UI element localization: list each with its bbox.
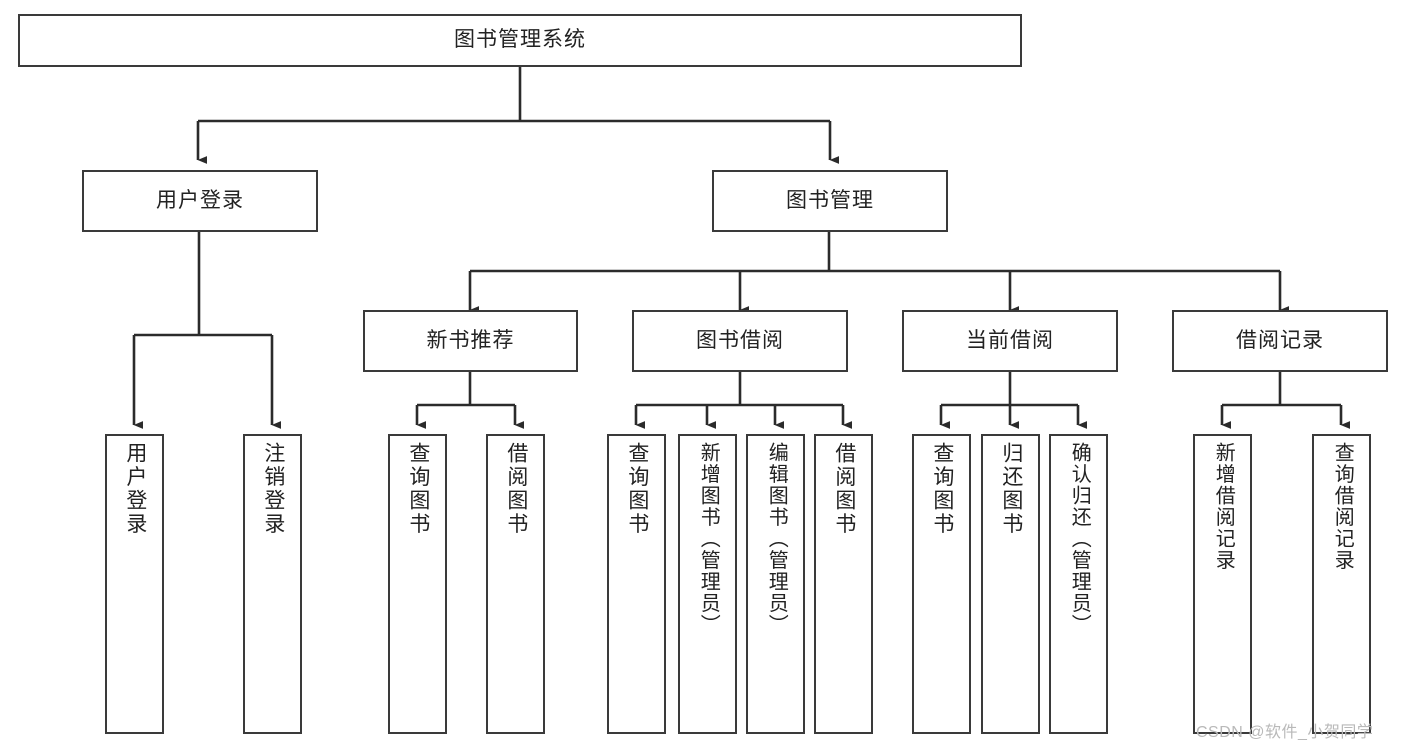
node-label: 查询借阅记录: [1331, 442, 1354, 571]
node-label: 注销登录: [261, 442, 285, 536]
leaf-query-book-3[interactable]: 查询图书: [912, 434, 971, 734]
node-label: 用户登录: [156, 188, 244, 212]
leaf-borrow-book-2[interactable]: 借阅图书: [814, 434, 873, 734]
leaf-query-record[interactable]: 查询借阅记录: [1312, 434, 1371, 734]
node-label: 确认归还（管理员）: [1068, 442, 1091, 636]
leaf-confirm-return[interactable]: 确认归还（管理员）: [1049, 434, 1108, 734]
node-borrow-record[interactable]: 借阅记录: [1172, 310, 1388, 372]
leaf-query-book-1[interactable]: 查询图书: [388, 434, 447, 734]
node-root-system[interactable]: 图书管理系统: [18, 14, 1022, 67]
node-label: 编辑图书（管理员）: [765, 442, 788, 636]
node-new-book-recommend[interactable]: 新书推荐: [363, 310, 578, 372]
node-label: 当前借阅: [966, 328, 1054, 352]
node-user-login[interactable]: 用户登录: [82, 170, 318, 232]
node-label: 借阅图书: [832, 442, 856, 536]
node-label: 归还图书: [999, 442, 1023, 536]
node-book-borrow[interactable]: 图书借阅: [632, 310, 848, 372]
leaf-borrow-book-1[interactable]: 借阅图书: [486, 434, 545, 734]
node-label: 新书推荐: [426, 328, 515, 352]
node-label: 新增图书（管理员）: [697, 442, 720, 636]
leaf-return-book[interactable]: 归还图书: [981, 434, 1040, 734]
node-label: 查询图书: [625, 442, 649, 536]
node-label: 借阅记录: [1236, 328, 1324, 352]
leaf-add-record[interactable]: 新增借阅记录: [1193, 434, 1252, 734]
node-label: 用户登录: [123, 442, 147, 536]
node-label: 新增借阅记录: [1212, 442, 1235, 571]
node-label: 图书管理: [786, 188, 874, 212]
node-label: 借阅图书: [504, 442, 528, 536]
node-book-management[interactable]: 图书管理: [712, 170, 948, 232]
node-label: 查询图书: [930, 442, 954, 536]
node-label: 图书管理系统: [454, 28, 586, 52]
leaf-query-book-2[interactable]: 查询图书: [607, 434, 666, 734]
node-label: 图书借阅: [696, 328, 784, 352]
leaf-add-book[interactable]: 新增图书（管理员）: [678, 434, 737, 734]
node-label: 查询图书: [406, 442, 430, 536]
leaf-logout-login[interactable]: 注销登录: [243, 434, 302, 734]
node-current-borrow[interactable]: 当前借阅: [902, 310, 1118, 372]
watermark-text: CSDN @软件_小贺同学: [1196, 724, 1374, 741]
leaf-edit-book[interactable]: 编辑图书（管理员）: [746, 434, 805, 734]
leaf-user-login[interactable]: 用户登录: [105, 434, 164, 734]
